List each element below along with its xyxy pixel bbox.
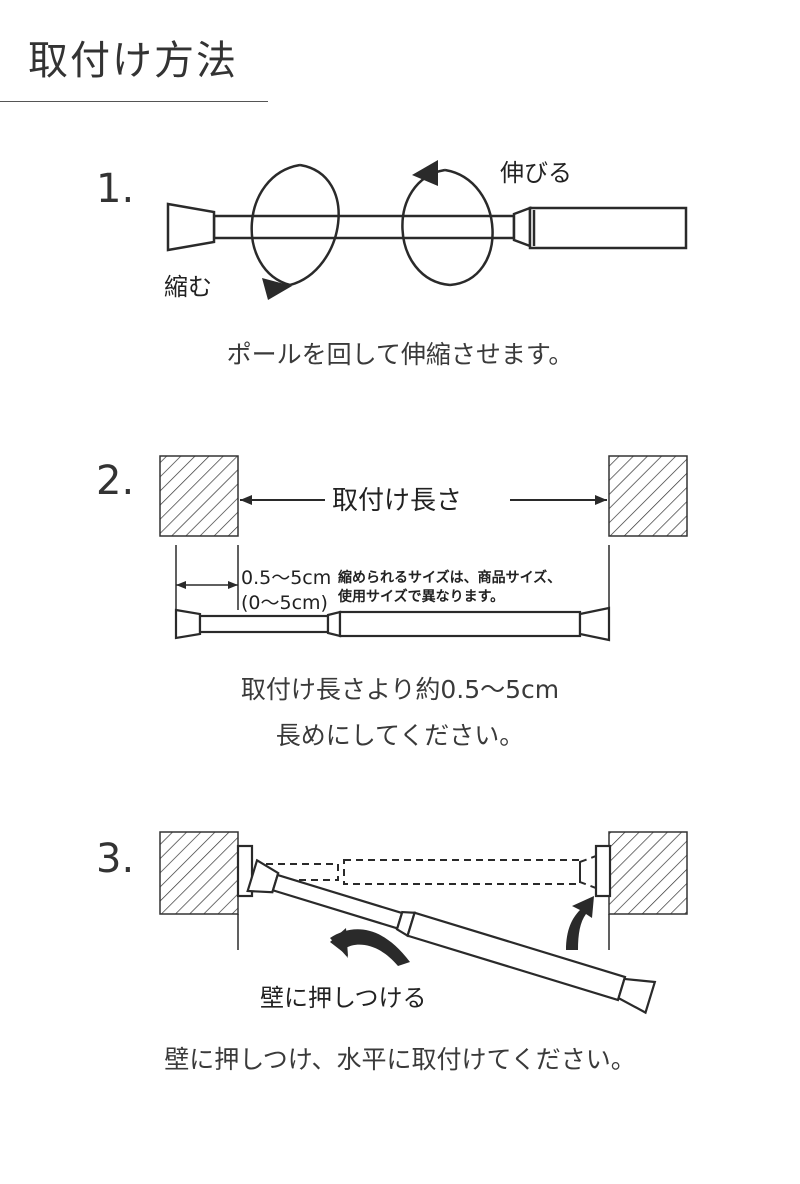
rotate-arrow-left-front bbox=[289, 163, 340, 287]
end-cap-left bbox=[166, 202, 216, 252]
step-2-illustration: 取付け長さ 0.5〜5cm (0〜5cm) 縮められるサイズは、商品サイズ、 使… bbox=[159, 455, 688, 642]
wall-right bbox=[608, 455, 688, 537]
arrow-head-extend bbox=[412, 160, 438, 186]
step-2-caption-line-2: 長めにしてください。 bbox=[275, 721, 525, 750]
label-gap: 0.5〜5cm bbox=[241, 567, 331, 589]
end-cap-left bbox=[246, 858, 280, 894]
title-underline bbox=[0, 101, 268, 102]
step-3-illustration: 壁に押しつける bbox=[159, 831, 688, 1015]
note-line-1: 縮められるサイズは、商品サイズ、 bbox=[338, 569, 561, 586]
wall-left bbox=[159, 455, 239, 537]
step-1-caption: ポールを回して伸縮させます。 bbox=[226, 340, 574, 369]
pole-joint bbox=[512, 206, 532, 248]
wall-bracket-right bbox=[594, 844, 612, 898]
outer-pole bbox=[528, 206, 688, 250]
label-extend: 伸びる bbox=[500, 159, 572, 187]
end-cap-left bbox=[174, 608, 202, 640]
arrow-head-shrink bbox=[262, 278, 292, 300]
label-install-length: 取付け長さ bbox=[332, 486, 462, 516]
label-push: 壁に押しつける bbox=[260, 984, 427, 1012]
step-2-caption-line-1: 取付け長さより約0.5〜5cm bbox=[240, 675, 560, 704]
inner-pole bbox=[198, 614, 330, 634]
push-arrow bbox=[330, 929, 410, 966]
final-outer-pole bbox=[343, 859, 581, 885]
label-shrink: 縮む bbox=[164, 273, 212, 301]
rotate-arrow-right-back bbox=[444, 168, 494, 287]
outer-pole bbox=[338, 610, 582, 638]
step-3-caption: 壁に押しつけ、水平に取付けてください。 bbox=[164, 1045, 636, 1074]
step-2-number: 2. bbox=[96, 458, 135, 504]
wall-left bbox=[159, 831, 239, 915]
step-3-number: 3. bbox=[96, 836, 135, 882]
note-line-2: 使用サイズで異なります。 bbox=[337, 588, 504, 605]
pole-joint bbox=[326, 610, 342, 638]
end-cap-right bbox=[578, 606, 611, 642]
wall-bracket-left bbox=[236, 844, 254, 898]
step-1-illustration: 伸びる 縮む bbox=[164, 159, 688, 301]
rotate-arrow-left-back bbox=[250, 163, 301, 287]
lift-arrow bbox=[566, 896, 594, 950]
end-cap-right bbox=[617, 977, 657, 1015]
inner-pole bbox=[212, 214, 516, 240]
label-gap-paren: (0〜5cm) bbox=[241, 592, 328, 614]
outer-pole bbox=[406, 911, 627, 1002]
step-1-number: 1. bbox=[96, 166, 135, 212]
wall-right bbox=[608, 831, 688, 915]
page-title: 取付け方法 bbox=[28, 38, 238, 84]
